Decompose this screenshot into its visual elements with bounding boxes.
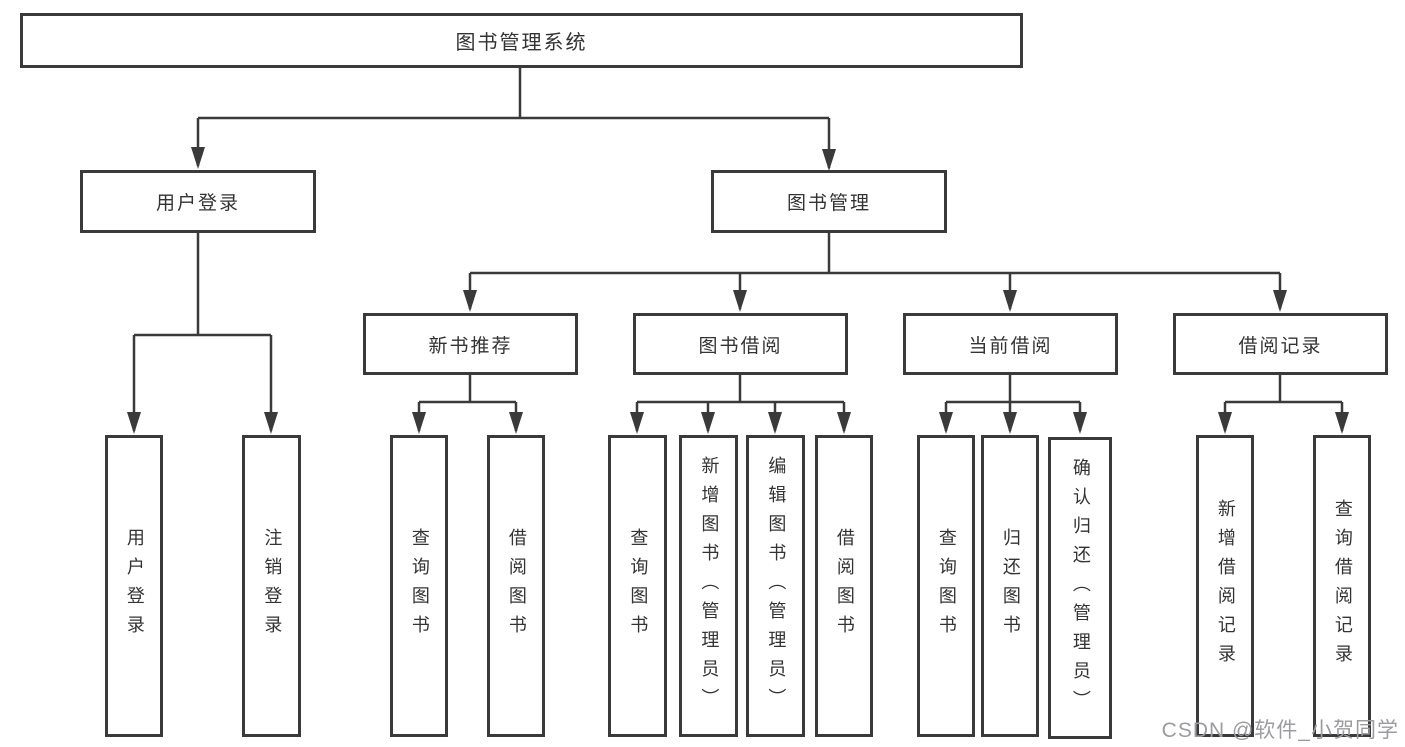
leaf-confirm-return-admin-label: 确认归还（管理员） bbox=[1070, 457, 1091, 719]
leaf-add-book-admin-label: 新增图书（管理员） bbox=[699, 455, 720, 717]
leaf-add-borrow-record: 新增借阅记录 bbox=[1196, 435, 1254, 737]
leaf-query-books-recommend: 查询图书 bbox=[390, 435, 448, 737]
node-book-management-label: 图书管理 bbox=[786, 193, 871, 214]
leaf-query-borrow-record: 查询借阅记录 bbox=[1313, 435, 1371, 737]
leaf-query-books-borrowing: 查询图书 bbox=[608, 435, 667, 737]
node-user-login: 用户登录 bbox=[80, 170, 316, 233]
node-new-book-recommendation: 新书推荐 bbox=[363, 313, 578, 375]
node-book-management: 图书管理 bbox=[711, 170, 947, 233]
leaf-query-books-current-label: 查询图书 bbox=[936, 528, 957, 644]
leaf-edit-book-admin-label: 编辑图书（管理员） bbox=[766, 455, 787, 717]
node-book-borrowing: 图书借阅 bbox=[633, 313, 848, 375]
leaf-logout: 注销登录 bbox=[242, 435, 301, 737]
connector-paths bbox=[132, 68, 1344, 431]
leaf-query-books-borrowing-label: 查询图书 bbox=[628, 528, 649, 644]
csdn-watermark: CSDN @软件_小贺同学 bbox=[1161, 719, 1399, 742]
leaf-borrow-books-recommend-label: 借阅图书 bbox=[506, 528, 527, 644]
leaf-query-books-recommend-label: 查询图书 bbox=[409, 528, 430, 644]
leaf-add-book-admin: 新增图书（管理员） bbox=[679, 435, 738, 737]
node-current-borrowing: 当前借阅 bbox=[903, 313, 1118, 375]
leaf-confirm-return-admin: 确认归还（管理员） bbox=[1048, 437, 1112, 739]
node-book-borrowing-label: 图书借阅 bbox=[698, 335, 783, 357]
node-library-management-system-label: 图书管理系统 bbox=[455, 32, 588, 54]
leaf-query-borrow-record-label: 查询借阅记录 bbox=[1332, 499, 1353, 673]
leaf-borrow-books-recommend: 借阅图书 bbox=[487, 435, 545, 737]
node-borrowing-records-label: 借阅记录 bbox=[1238, 335, 1323, 357]
leaf-user-login-label: 用户登录 bbox=[124, 528, 145, 644]
leaf-logout-label: 注销登录 bbox=[262, 528, 283, 644]
node-library-management-system: 图书管理系统 bbox=[20, 13, 1023, 68]
node-current-borrowing-label: 当前借阅 bbox=[968, 335, 1053, 357]
leaf-borrow-books-borrowing: 借阅图书 bbox=[815, 435, 873, 737]
arrow-down-icons bbox=[127, 147, 1349, 434]
leaf-add-borrow-record-label: 新增借阅记录 bbox=[1215, 499, 1236, 673]
node-new-book-recommendation-label: 新书推荐 bbox=[428, 335, 513, 357]
leaf-borrow-books-borrowing-label: 借阅图书 bbox=[834, 528, 855, 644]
leaf-edit-book-admin: 编辑图书（管理员） bbox=[746, 435, 805, 737]
node-borrowing-records: 借阅记录 bbox=[1173, 313, 1388, 375]
leaf-user-login: 用户登录 bbox=[105, 435, 163, 737]
leaf-return-book-label: 归还图书 bbox=[1000, 528, 1021, 644]
node-user-login-label: 用户登录 bbox=[155, 193, 240, 214]
leaf-return-book: 归还图书 bbox=[981, 435, 1039, 737]
leaf-query-books-current: 查询图书 bbox=[917, 435, 975, 737]
